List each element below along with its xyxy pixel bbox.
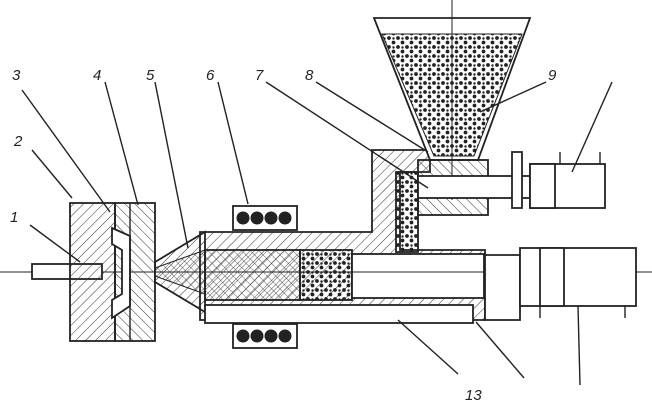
upper-cylinder-flange bbox=[511, 151, 523, 209]
label-7: 7 bbox=[255, 67, 264, 84]
granule-zone bbox=[299, 249, 353, 301]
barrel-lower-guide bbox=[204, 304, 474, 324]
label-9: 9 bbox=[548, 67, 557, 84]
injection-plunger bbox=[351, 253, 485, 299]
label-8: 8 bbox=[305, 67, 314, 84]
label-1: 1 bbox=[10, 209, 18, 226]
label-13: 13 bbox=[465, 387, 482, 404]
feed-column bbox=[395, 171, 419, 253]
lower-cylinder-piston bbox=[539, 247, 565, 307]
label-4: 4 bbox=[93, 67, 101, 84]
label-2: 2 bbox=[13, 133, 23, 150]
label-3: 3 bbox=[12, 67, 21, 84]
melt-zone bbox=[204, 249, 301, 301]
mould-fixed-half bbox=[69, 202, 116, 342]
heater-coils-bottom bbox=[236, 329, 292, 343]
lower-cylinder-flange bbox=[484, 254, 521, 321]
leader-lines bbox=[21, 81, 613, 386]
label-6: 6 bbox=[206, 67, 215, 84]
upper-cylinder-piston bbox=[529, 163, 556, 209]
mould-moving-half bbox=[114, 202, 156, 342]
label-5: 5 bbox=[146, 67, 155, 84]
lower-cylinder bbox=[519, 247, 637, 307]
heater-coils-top bbox=[236, 211, 292, 225]
